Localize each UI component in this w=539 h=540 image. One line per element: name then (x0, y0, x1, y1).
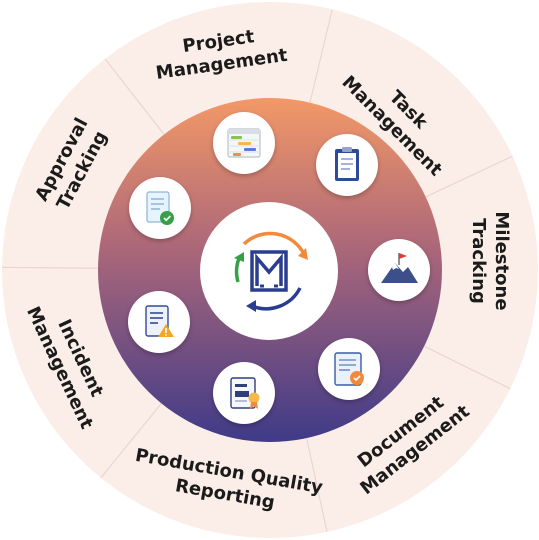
segment-divider (423, 345, 511, 390)
report-award-icon (213, 362, 275, 424)
segment-divider (2, 266, 99, 269)
gantt-chart-icon (213, 112, 275, 174)
segment-dividers (2, 9, 513, 532)
certificate-document-icon (318, 338, 380, 400)
warning-document-icon (128, 291, 190, 353)
clipboard-icon (316, 134, 378, 196)
segment-divider (309, 9, 333, 103)
mountain-flag-icon (368, 239, 430, 301)
central-logo (200, 202, 338, 340)
approved-document-icon (129, 177, 191, 239)
segment-divider (104, 58, 165, 135)
m-logo-cycle-icon (234, 231, 308, 312)
segment-divider (100, 403, 162, 479)
segment-divider (306, 437, 328, 532)
segment-divider (425, 155, 513, 198)
label-milestone-tracking: Milestone Tracking (468, 211, 512, 311)
